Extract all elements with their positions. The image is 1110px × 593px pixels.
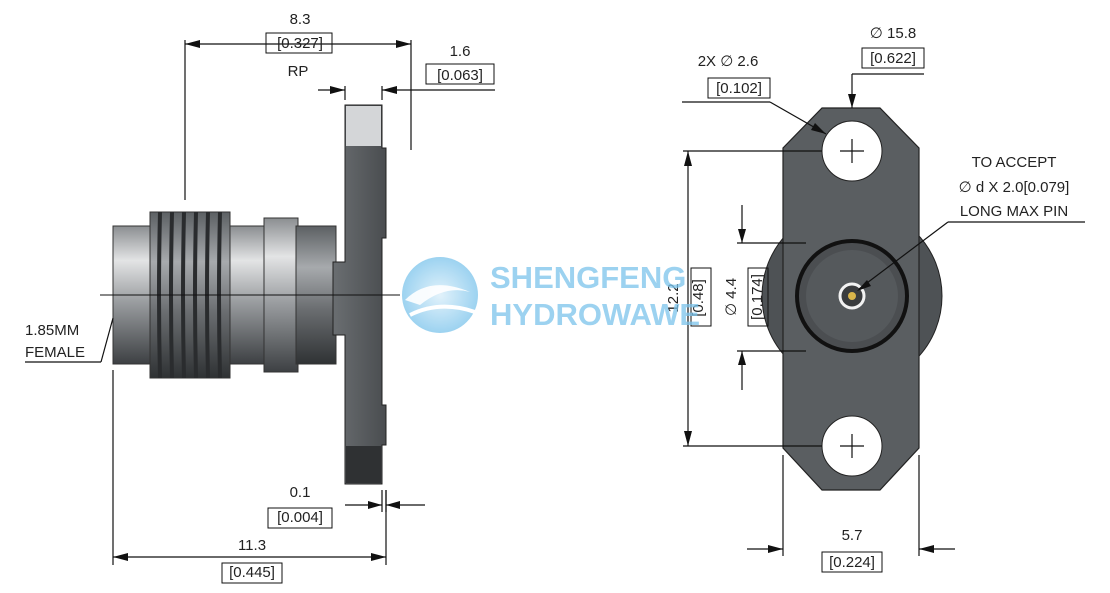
dim-center-dia-mm: ∅ 4.4 <box>723 278 740 316</box>
dim-flange-mm: 1.6 <box>450 43 471 60</box>
center-pin-core <box>848 292 856 300</box>
dim-step-in: [0.004] <box>277 509 323 526</box>
dim-flange-dia-mm: ∅ 15.8 <box>870 25 916 42</box>
connector-type-line2: FEMALE <box>25 344 85 361</box>
rp-label: RP <box>288 63 309 80</box>
dim-flange-dia-in: [0.622] <box>870 50 916 67</box>
flange-bottom-dark <box>346 446 381 483</box>
dim-width-mm: 8.3 <box>290 11 311 28</box>
dim-center-dia-in: [0.174] <box>749 274 766 320</box>
pin-note-line3: LONG MAX PIN <box>960 203 1068 220</box>
pin-note-line2: ∅ d X 2.0[0.079] <box>959 179 1070 196</box>
dim-holes-mm: 2X ∅ 2.6 <box>698 53 759 70</box>
watermark: SHENGFENG HYDROWAWE <box>402 257 700 333</box>
side-view: 8.3 [0.327] 1.6 [0.063] RP 0.1 [0.004] 1… <box>25 11 495 584</box>
watermark-line2: HYDROWAWE <box>490 297 700 332</box>
dim-length-in: [0.445] <box>229 564 275 581</box>
front-view: ∅ 15.8 [0.622] 2X ∅ 2.6 [0.102] TO ACCEP… <box>665 25 1085 573</box>
flange-top-highlight <box>346 106 381 146</box>
connector-type-line1: 1.85MM <box>25 322 79 339</box>
pin-note-line1: TO ACCEPT <box>972 154 1057 171</box>
watermark-logo <box>402 257 478 333</box>
dim-step-mm: 0.1 <box>290 484 311 501</box>
dim-length-mm: 11.3 <box>238 537 266 554</box>
dim-flange-width-in: [0.224] <box>829 554 875 571</box>
dim-flange-width-mm: 5.7 <box>842 527 863 544</box>
dim-hole-spacing-in: [0.48] <box>690 279 707 317</box>
dim-hole-spacing-mm: 12.2 <box>665 283 682 312</box>
dim-holes-in: [0.102] <box>716 80 762 97</box>
dim-flange-in: [0.063] <box>437 67 483 84</box>
watermark-line1: SHENGFENG <box>490 260 686 295</box>
dim-width-in: [0.327] <box>277 35 323 52</box>
